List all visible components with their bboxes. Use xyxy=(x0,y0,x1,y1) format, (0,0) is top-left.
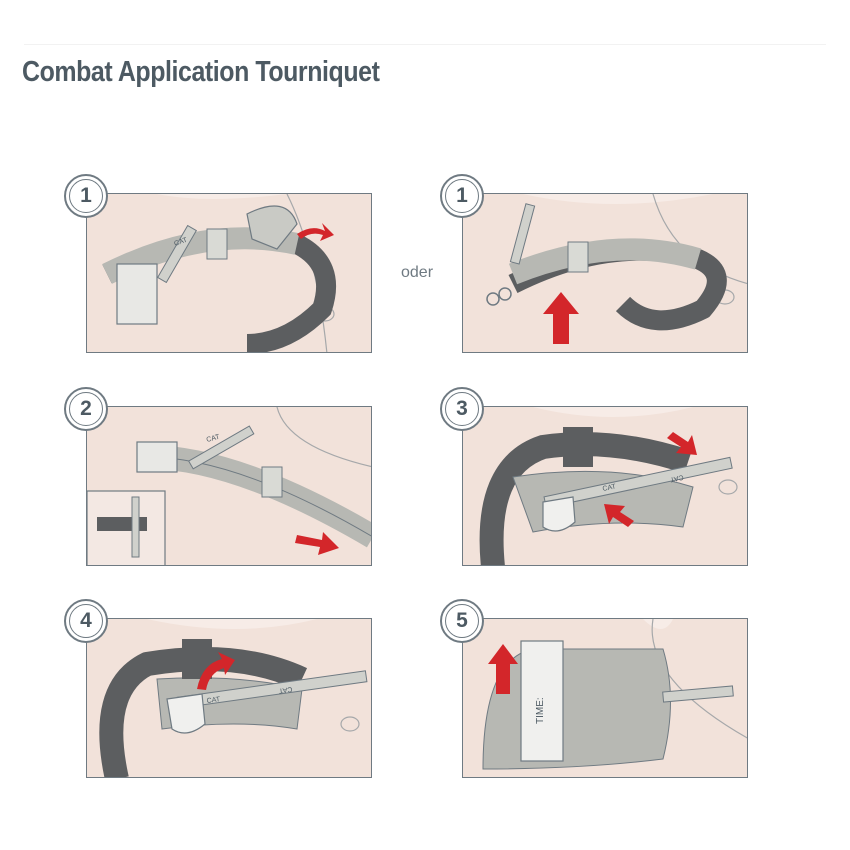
strap-label-2: CAT xyxy=(278,685,293,694)
step-badge-5: 5 xyxy=(440,599,484,643)
step-2-illustration: CAT xyxy=(87,407,371,565)
step-1b-illustration xyxy=(463,194,747,352)
strap-label-2: CAT xyxy=(669,473,684,483)
step-badge-1b: 1 xyxy=(440,174,484,218)
strap-label: CAT xyxy=(602,483,617,493)
step-1b-panel xyxy=(462,193,748,353)
step-4-illustration: CAT CAT xyxy=(87,619,371,777)
step-5-panel: TIME: xyxy=(462,618,748,778)
red-arrow-icon xyxy=(488,644,518,694)
red-arrow-icon xyxy=(197,652,235,690)
step-4-panel: CAT CAT xyxy=(86,618,372,778)
strap-label: CAT xyxy=(206,696,221,705)
red-arrow-icon xyxy=(295,532,339,555)
step-badge-4: 4 xyxy=(64,599,108,643)
red-arrow-icon xyxy=(667,432,697,455)
step-2-panel: CAT xyxy=(86,406,372,566)
red-arrow-icon xyxy=(604,504,634,527)
step-badge-2: 2 xyxy=(64,387,108,431)
strap-label: CAT xyxy=(173,236,189,247)
step-1a-panel: CAT xyxy=(86,193,372,353)
oder-label: oder xyxy=(401,264,434,281)
top-divider xyxy=(24,44,826,45)
red-arrow-icon xyxy=(543,292,579,344)
page-title: Combat Application Tourniquet xyxy=(22,56,380,88)
red-arrow-icon xyxy=(297,223,334,241)
step-badge-1: 1 xyxy=(64,174,108,218)
step-badge-3: 3 xyxy=(440,387,484,431)
step-3-panel: CAT CAT xyxy=(462,406,748,566)
step-3-illustration: CAT CAT xyxy=(463,407,747,565)
time-label: TIME: xyxy=(535,697,546,724)
strap-label: CAT xyxy=(206,433,222,443)
step-5-illustration: TIME: xyxy=(463,619,747,777)
step-1a-illustration: CAT xyxy=(87,194,371,352)
